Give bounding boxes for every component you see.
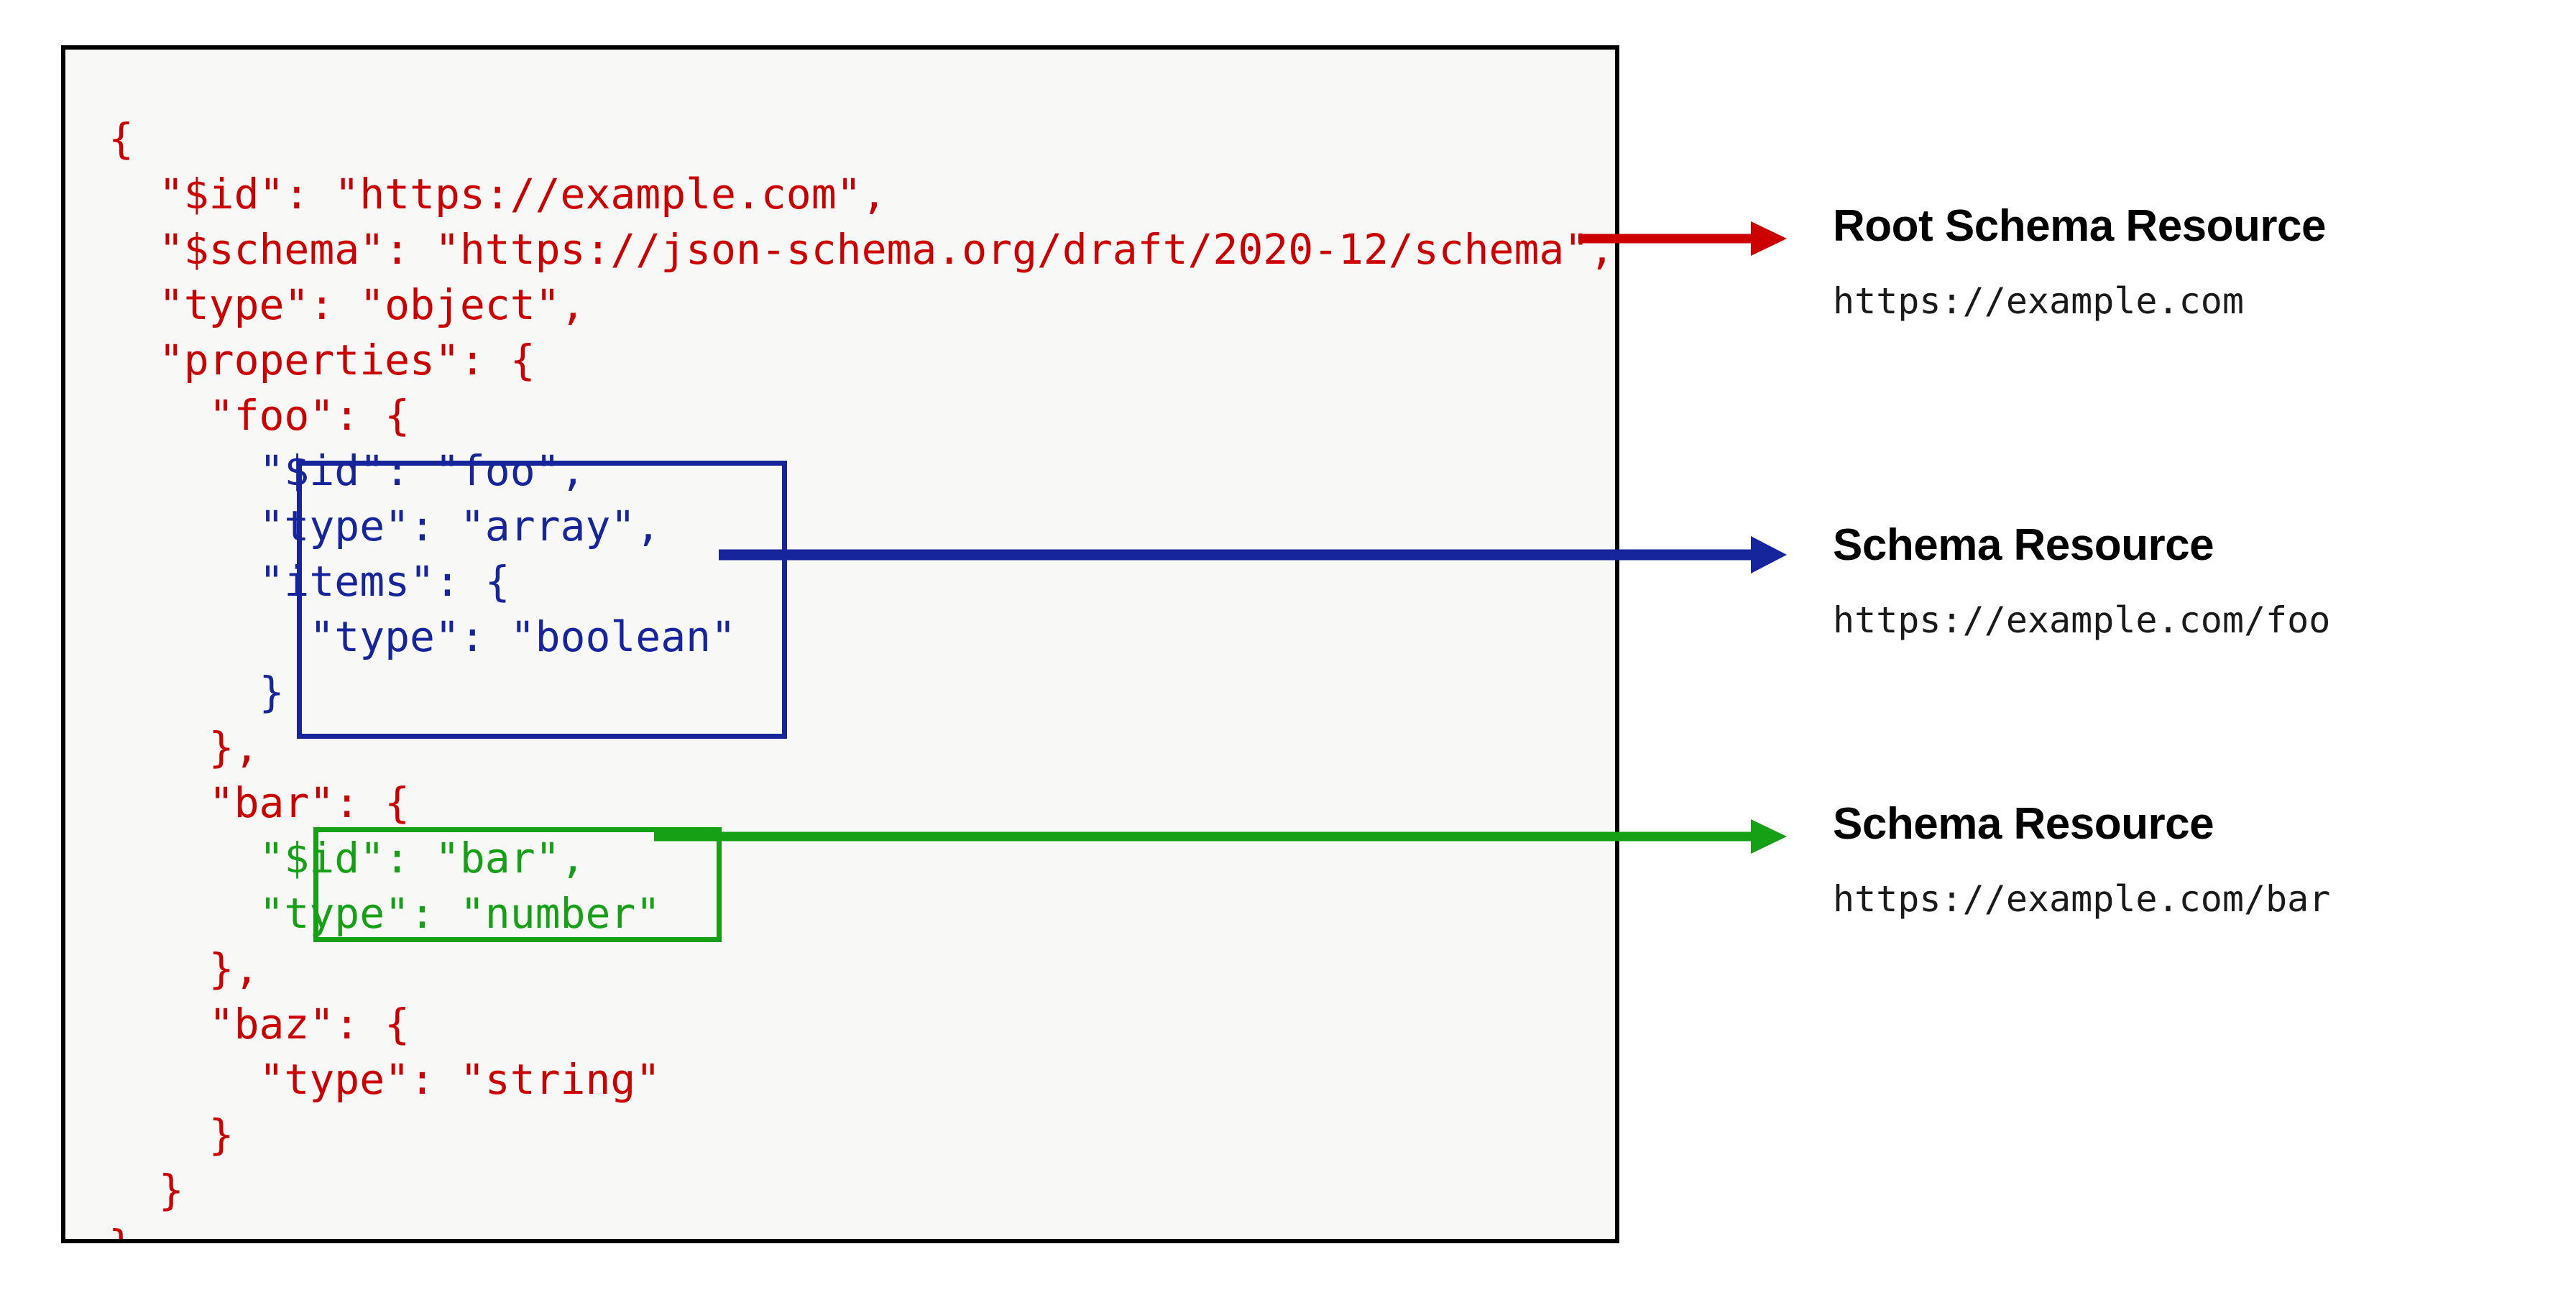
- json-code-listing: { "$id": "https://example.com", "$schema…: [109, 111, 1615, 1239]
- foo-connector-arrow-icon: [719, 536, 1787, 573]
- code-line: "$id": "bar",: [109, 834, 586, 882]
- code-line: }: [109, 1218, 1614, 1239]
- code-line: "items": {: [109, 557, 510, 606]
- code-line: }: [109, 1110, 234, 1159]
- bar-connector-arrow-icon: [654, 819, 1787, 854]
- root-connector-arrow-icon: [1578, 221, 1787, 256]
- code-line: "baz": {: [109, 1000, 410, 1049]
- code-line: "type": "string": [109, 1055, 661, 1104]
- code-line: "type": "array",: [109, 502, 661, 550]
- code-line: "type": "object",: [109, 280, 586, 329]
- annotation-url: https://example.com/bar: [1833, 878, 2331, 920]
- code-line: "$id": "https://example.com",: [109, 170, 887, 218]
- code-line: "$schema": "https://json-schema.org/draf…: [109, 225, 1615, 274]
- code-line: "$id": "foo",: [109, 446, 586, 495]
- annotation-title: Schema Resource: [1833, 799, 2214, 849]
- annotation-url: https://example.com/foo: [1833, 599, 2331, 641]
- annotation-root-schema-resource: Root Schema Resource https://example.com: [1833, 200, 2552, 323]
- annotation-foo-schema-resource: Schema Resource https://example.com/foo: [1833, 519, 2552, 642]
- annotation-title: Schema Resource: [1833, 520, 2214, 570]
- code-line: }: [109, 668, 285, 716]
- code-line: "bar": {: [109, 778, 410, 827]
- code-line: },: [109, 944, 259, 993]
- code-line: "type": "boolean": [109, 612, 736, 661]
- code-panel: { "$id": "https://example.com", "$schema…: [61, 45, 1619, 1243]
- code-line: "type": "number": [109, 889, 661, 938]
- code-line: },: [109, 723, 259, 772]
- code-line: {: [109, 114, 134, 163]
- annotation-bar-schema-resource: Schema Resource https://example.com/bar: [1833, 798, 2552, 921]
- annotation-url: https://example.com: [1833, 280, 2244, 322]
- code-line: "properties": {: [109, 336, 535, 384]
- code-line: "foo": {: [109, 391, 410, 440]
- annotation-title: Root Schema Resource: [1833, 201, 2327, 251]
- code-line: }: [109, 1166, 184, 1215]
